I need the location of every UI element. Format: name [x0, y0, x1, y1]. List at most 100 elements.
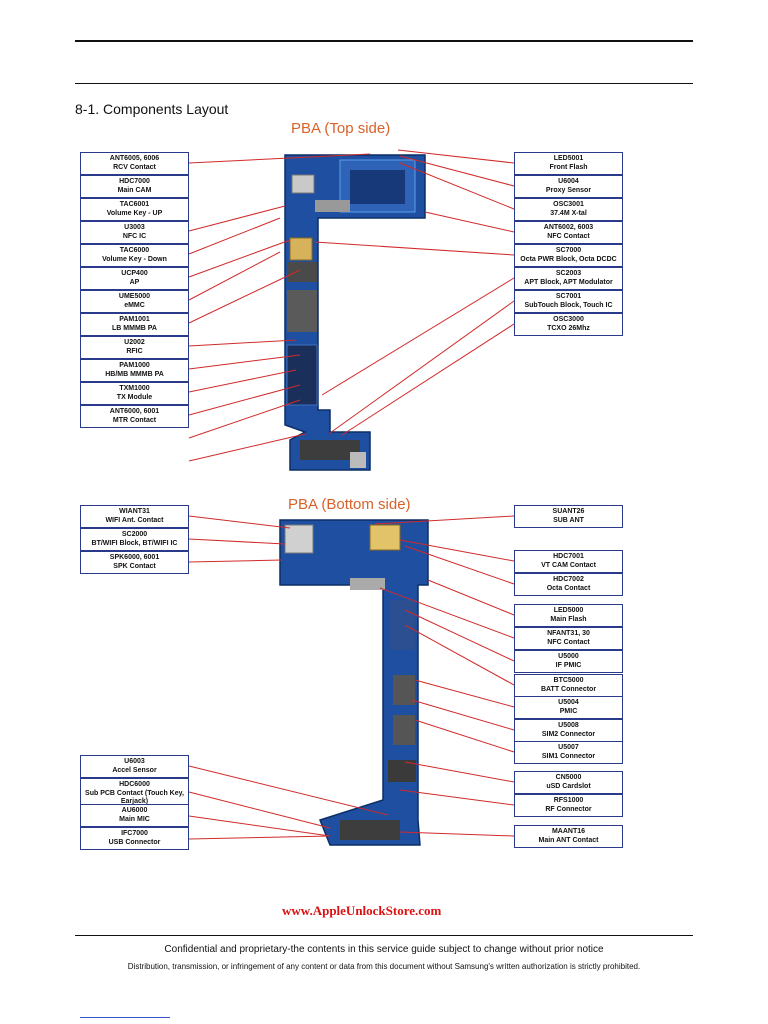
footer-rule [75, 935, 693, 936]
component-desc: TCXO 26Mhz [547, 324, 590, 332]
component-code: SC7001 [555, 293, 582, 300]
component-desc: Main MIC [119, 815, 150, 823]
component-code: LED5001 [553, 155, 584, 162]
component-desc: Proxy Sensor [545, 186, 592, 194]
component-desc: BT/WIFI Block, BT/WIFI IC [91, 539, 178, 547]
component-code: SPK6000, 6001 [109, 554, 160, 561]
component-desc: Octa PWR Block, Octa DCDC [520, 255, 617, 263]
component-code: U6004 [558, 178, 579, 185]
header-rule-bottom [75, 83, 693, 84]
footer-confidential: Confidential and proprietary-the content… [164, 944, 604, 955]
component-desc: Front Flash [549, 163, 588, 171]
component-code: U5007 [558, 744, 579, 751]
component-desc: TX Module [116, 393, 153, 401]
component-code: PAM1001 [119, 316, 150, 323]
component-desc: eMMC [124, 301, 145, 309]
component-desc: USB Connector [108, 838, 161, 846]
component-code: U5000 [558, 653, 579, 660]
component-desc: PMIC [559, 707, 578, 715]
bottom-side-title: PBA (Bottom side) [288, 496, 411, 513]
component-desc: NFC Contact [547, 232, 590, 240]
component-desc: Sub PCB Contact (Touch Key, Earjack) [85, 789, 184, 806]
component-code: TAC6000 [119, 247, 150, 254]
section-title: 8-1. Components Layout [75, 101, 229, 117]
component-desc: SIM1 Connector [541, 752, 596, 760]
component-desc: Main Flash [550, 615, 587, 623]
component-code: ANT6002, 6003 [543, 224, 594, 231]
component-code: HDC7000 [119, 178, 150, 185]
component-code: RFS1000 [553, 797, 584, 804]
component-code: SC2000 [121, 531, 148, 538]
top-side-title: PBA (Top side) [291, 120, 391, 137]
component-desc: SubTouch Block, Touch IC [524, 301, 613, 309]
component-code: ANT6005, 6006 [109, 155, 160, 162]
component-code: AU6000 [121, 807, 148, 814]
component-desc: RF Connector [545, 805, 592, 813]
component-desc: Octa Contact [546, 584, 591, 592]
website-link[interactable]: www.AppleUnlockStore.com [282, 903, 442, 918]
component-code: U6003 [124, 758, 145, 765]
component-code: SUANT26 [552, 508, 585, 515]
component-code: U2002 [124, 339, 145, 346]
component-code: OSC3001 [553, 201, 584, 208]
header-rule-top [75, 40, 693, 42]
component-desc: RCV Contact [113, 163, 156, 171]
component-desc: VT CAM Contact [541, 561, 596, 569]
component-desc: RFIC [126, 347, 143, 355]
component-desc: SIM2 Connector [541, 730, 596, 738]
component-code: BTC5000 [553, 677, 584, 684]
component-desc: SPK Contact [113, 562, 156, 570]
component-code: HDC7002 [553, 576, 584, 583]
component-desc: AP [129, 278, 140, 286]
component-code: LED5000 [553, 607, 584, 614]
component-code: U3003 [124, 224, 145, 231]
component-desc: NFC Contact [547, 638, 590, 646]
component-code: TXM1000 [119, 385, 150, 392]
component-code: NFANT31, 30 [547, 630, 590, 637]
component-desc: NFC IC [122, 232, 147, 240]
component-desc: BATT Connector [540, 685, 597, 693]
component-code: CN5000 [555, 774, 582, 781]
footer-distribution: Distribution, transmission, or infringem… [127, 962, 641, 971]
component-desc: Volume Key - UP [106, 209, 163, 217]
component-code: ANT6000, 6001 [109, 408, 160, 415]
bottom-link-underline [80, 1017, 170, 1018]
component-code: PAM1000 [119, 362, 150, 369]
component-desc: APT Block, APT Modulator [524, 278, 613, 286]
component-code: HDC6000 [119, 781, 150, 788]
component-desc: WIFI Ant. Contact [105, 516, 164, 524]
component-desc: Volume Key - Down [102, 255, 167, 263]
component-code: UCP400 [121, 270, 148, 277]
component-code: U5004 [558, 699, 579, 706]
component-desc: Main CAM [117, 186, 152, 194]
